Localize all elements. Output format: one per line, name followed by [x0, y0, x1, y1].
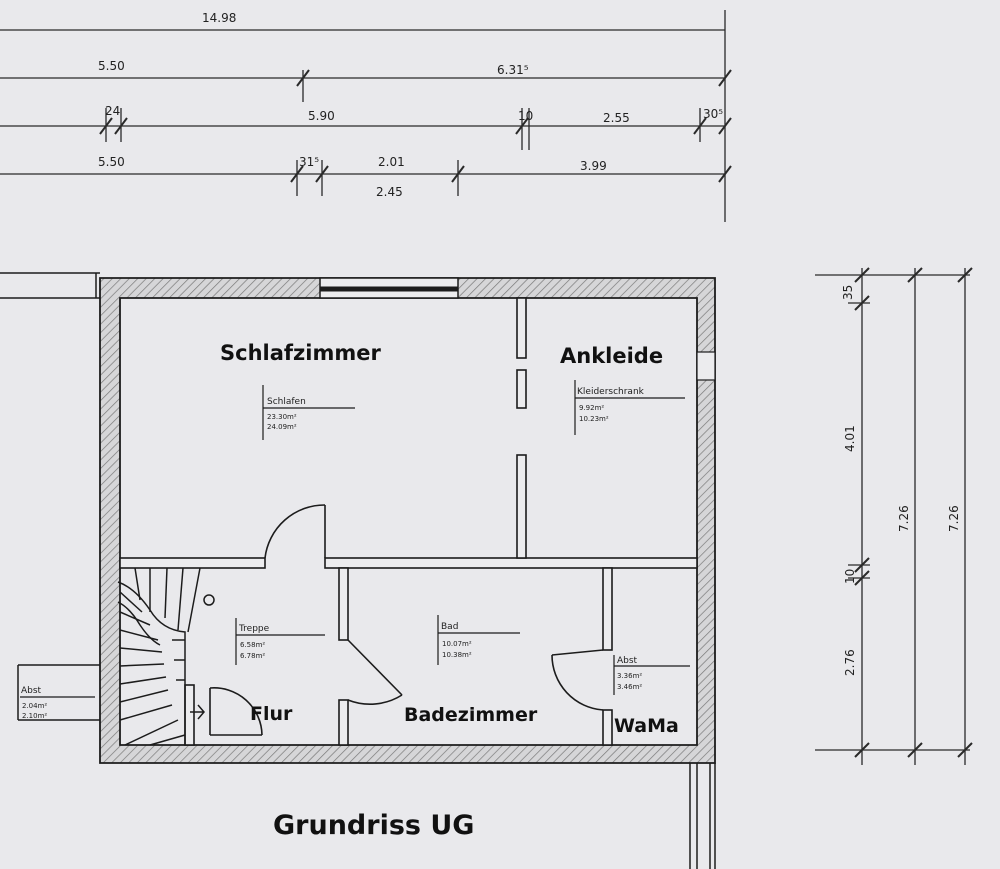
room-area-bedroom-2: 24.09m² [267, 423, 297, 431]
dim-left-lower: 5.50 [98, 155, 125, 169]
dim-left-section: 5.50 [98, 59, 125, 73]
room-name-storage-left: Abst [21, 686, 42, 696]
dim-middle-wall: 10 [843, 569, 857, 584]
staircase [117, 567, 215, 746]
right-dimension-ticks [854, 267, 973, 758]
dim-top-wall: 35 [841, 285, 855, 300]
room-tag-stairs: Treppe 6.58m² 6.78m² [235, 618, 325, 665]
label-dressing: Ankleide [560, 344, 664, 368]
dim-opening: 2.45 [376, 185, 403, 199]
room-area-storage-left-1: 2.04m² [22, 702, 47, 710]
dim-bedroom-width: 5.90 [308, 109, 335, 123]
room-tag-storage-right: Abst 3.36m² 3.46m² [613, 655, 690, 695]
dim-upper-rooms: 4.01 [843, 425, 857, 452]
dim-depth-inner: 7.26 [897, 505, 911, 532]
doors [209, 504, 604, 736]
label-hall: Flur [250, 703, 293, 725]
room-name-bathroom: Bad [441, 622, 458, 632]
room-area-dressing-2: 10.23m² [579, 415, 609, 423]
room-tag-bathroom: Bad 10.07m² 10.38m² [437, 615, 520, 665]
room-area-bedroom-1: 23.30m² [267, 413, 297, 421]
window-right [696, 351, 716, 381]
dim-wall-right: 30⁵ [703, 107, 723, 121]
dim-right-section: 6.31⁵ [497, 63, 529, 77]
room-tag-bedroom: Schlafen 23.30m² 24.09m² [262, 385, 355, 440]
room-name-dressing: Kleiderschrank [577, 387, 645, 397]
right-dimension-chains [815, 268, 970, 765]
dim-dressing-width: 2.55 [603, 111, 630, 125]
dim-depth-outer: 7.26 [947, 505, 961, 532]
dim-wall-left: 24 [105, 104, 120, 118]
room-area-dressing-1: 9.92m² [579, 404, 604, 412]
dim-right-lower: 3.99 [580, 159, 607, 173]
adjoining-structure [0, 272, 716, 869]
label-bathroom: Badezimmer [404, 704, 538, 726]
room-area-stairs-1: 6.58m² [240, 641, 265, 649]
dim-lower-rooms: 2.76 [843, 649, 857, 676]
dim-inner-wall: 10 [518, 109, 533, 123]
room-area-bathroom-2: 10.38m² [442, 651, 472, 659]
interior-walls [119, 297, 698, 746]
label-laundry: WaMa [614, 715, 679, 737]
room-tag-dressing: Kleiderschrank 9.92m² 10.23m² [574, 380, 685, 435]
window-top [319, 277, 459, 299]
room-name-stairs: Treppe [238, 624, 270, 634]
room-area-storage-right-1: 3.36m² [617, 672, 642, 680]
label-bedroom: Schlafzimmer [220, 341, 381, 365]
room-area-stairs-2: 6.78m² [240, 652, 265, 660]
room-area-storage-right-2: 3.46m² [617, 683, 642, 691]
dim-overall-width: 14.98 [202, 11, 236, 25]
top-dimension-ticks [99, 69, 732, 183]
room-area-bathroom-1: 10.07m² [442, 640, 472, 648]
room-area-storage-left-2: 2.10m² [22, 712, 47, 720]
dim-door-section: 2.01 [378, 155, 405, 169]
dim-wall-mid: 31⁵ [299, 155, 319, 169]
room-tag-storage-left: Abst 2.04m² 2.10m² [20, 686, 95, 720]
room-name-bedroom: Schlafen [267, 397, 306, 407]
room-name-storage-right: Abst [617, 656, 638, 666]
page-title: Grundriss UG [273, 810, 475, 841]
